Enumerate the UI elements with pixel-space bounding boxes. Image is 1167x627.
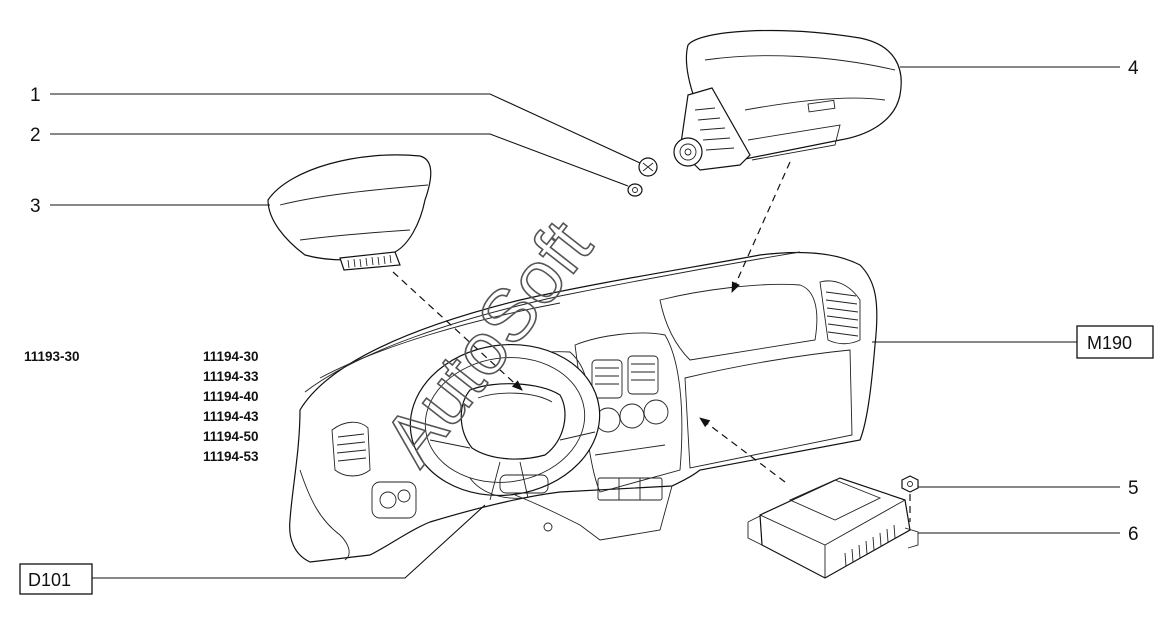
- nut-part-5: [901, 475, 919, 493]
- m190-label: M190: [1087, 333, 1132, 353]
- callout-3: 3: [30, 196, 41, 217]
- passenger-airbag-module: [673, 29, 902, 171]
- m190-label-box: M190: [1076, 325, 1154, 359]
- variant-code-right-5: 11194-50: [203, 429, 259, 444]
- variant-code-right-3: 11194-40: [203, 389, 259, 404]
- screw-part-1: [638, 157, 658, 177]
- variant-code-right-6: 11194-53: [203, 449, 259, 464]
- d101-label: D101: [28, 570, 71, 590]
- airbag-control-unit: [747, 477, 919, 579]
- steering-wheel: [409, 343, 601, 501]
- driver-airbag-module: [267, 154, 432, 271]
- callout-6: 6: [1128, 524, 1139, 545]
- leader-lines: [50, 66, 1120, 579]
- driver-airbag-fitment-arrow: [392, 271, 523, 391]
- callout-5: 5: [1128, 478, 1139, 499]
- callout-1: 1: [30, 85, 41, 106]
- nut-part-2: [627, 183, 643, 197]
- variant-code-right-2: 11194-33: [203, 369, 259, 384]
- control-unit-fitment-arrow: [699, 417, 786, 483]
- d101-label-box: D101: [19, 563, 93, 595]
- callout-4: 4: [1128, 58, 1139, 79]
- callout-2: 2: [30, 125, 41, 146]
- variant-code-right-4: 11194-43: [203, 409, 259, 424]
- variant-code-right-1: 11194-30: [203, 349, 259, 364]
- variant-code-left: 11193-30: [24, 349, 80, 364]
